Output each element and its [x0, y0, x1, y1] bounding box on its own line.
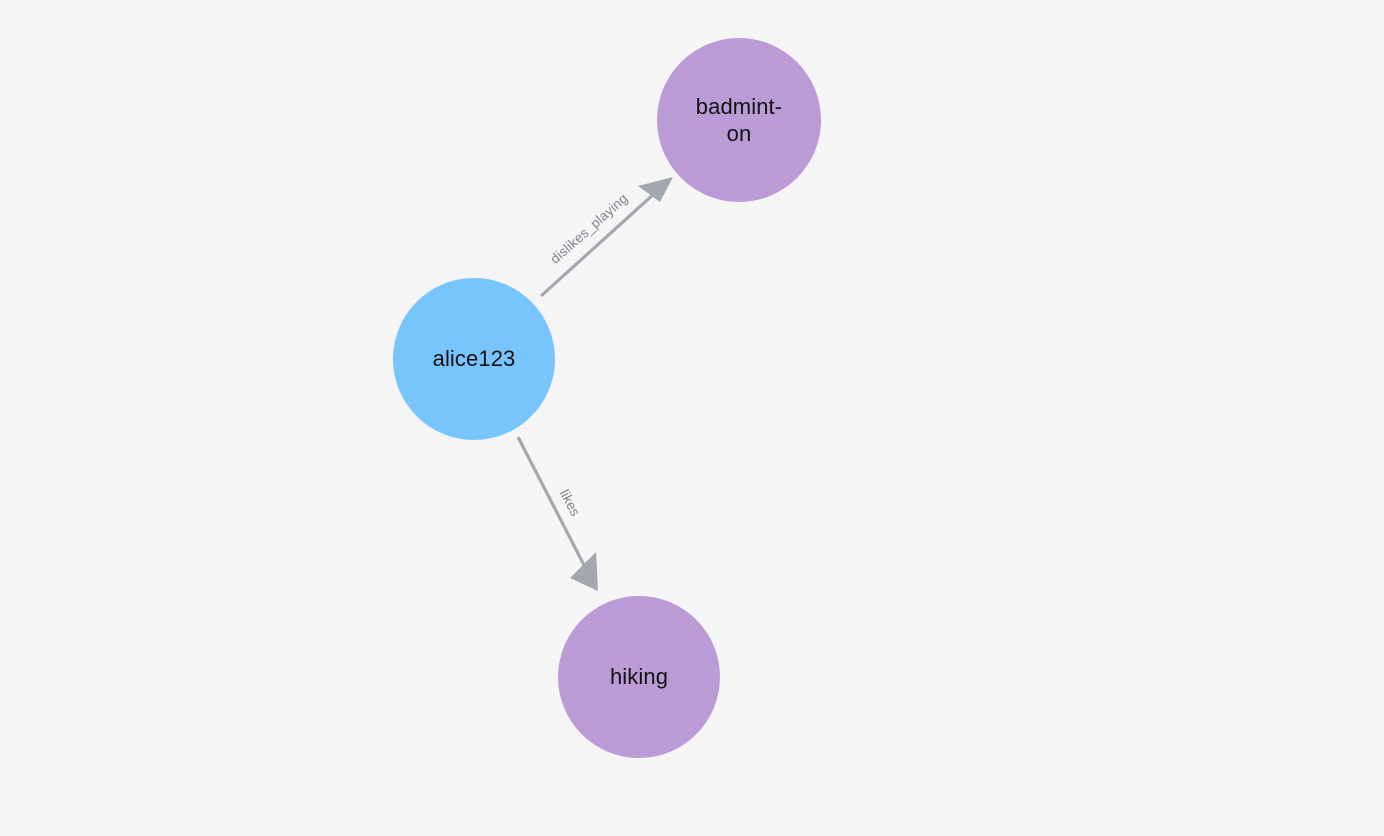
node-hiking[interactable]: hiking: [558, 596, 720, 758]
node-label-alice123: alice123: [432, 346, 516, 372]
arrowhead-icon: [570, 552, 598, 591]
node-badminton[interactable]: badmint- on: [657, 38, 821, 202]
edge-alice123-hiking[interactable]: likes: [516, 436, 598, 591]
node-label-hiking: hiking: [609, 664, 669, 690]
node-label-badminton: badmint- on: [695, 93, 783, 147]
edge-line: [539, 191, 657, 298]
edge-line: [516, 436, 587, 568]
arrowhead-icon: [638, 177, 673, 202]
edge-alice123-badminton[interactable]: dislikes_playing: [539, 177, 673, 298]
edge-label-dislikes-playing: dislikes_playing: [547, 191, 630, 267]
edge-label-likes: likes: [557, 487, 583, 519]
node-alice123[interactable]: alice123: [393, 278, 555, 440]
